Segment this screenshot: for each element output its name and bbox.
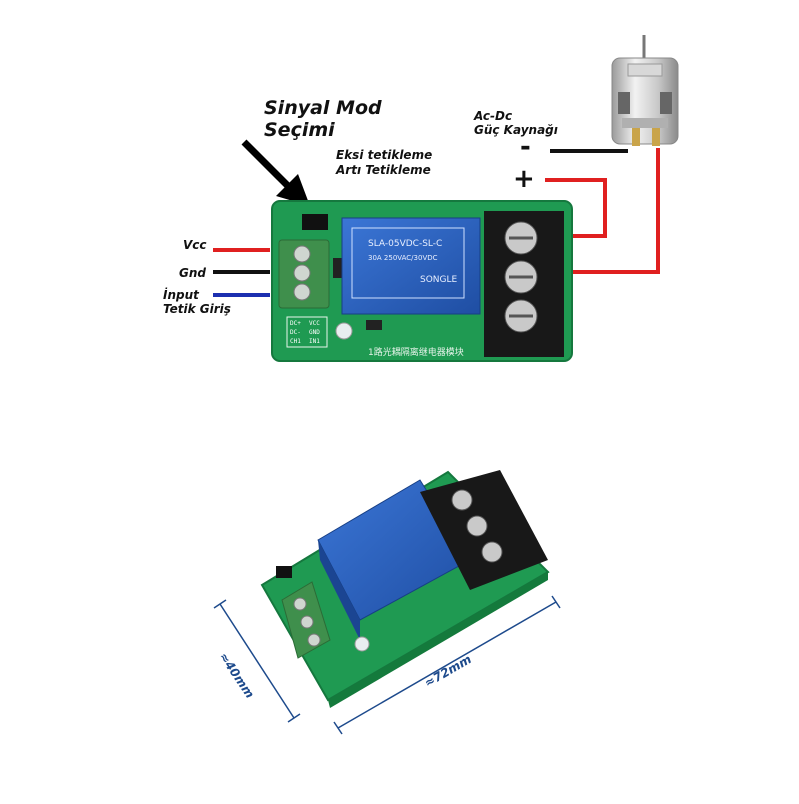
relay-rating-text: 30A 250VAC/30VDC [368, 254, 438, 262]
vcc-label: Vcc [183, 238, 207, 252]
input-label-line2: Tetik Giriş [163, 302, 231, 316]
length-dimension-line [337, 601, 557, 729]
positive-trigger-label: Artı Tetikleme [336, 163, 431, 177]
pin-dc-plus: DC+ [290, 320, 301, 327]
acdc-label-line2: Güç Kaynağı [474, 123, 558, 137]
top-relay-board: 1路光耦隔离继电器模块 SLA-05VDC-SL-C 30A 250VAC/30… [271, 200, 573, 362]
relay-model-text: SLA-05VDC-SL-C [368, 239, 442, 249]
relay-brand-text: SONGLE [420, 275, 458, 285]
pin-in1: IN1 [309, 338, 320, 345]
gnd-label: Gnd [179, 266, 206, 280]
input-label-line1: İnput [163, 288, 199, 302]
mode-arrow [241, 139, 310, 206]
negative-trigger-label: Eksi tetikleme [336, 148, 433, 162]
width-dimension-line [219, 603, 295, 719]
status-led [335, 322, 353, 340]
board-bottom-text: 1路光耦隔离继电器模块 [368, 346, 464, 358]
plus-symbol: + [513, 164, 535, 194]
minus-symbol: - [520, 132, 531, 162]
signal-mode-title-line2: Seçimi [264, 119, 335, 141]
pin-ch1: CH1 [290, 338, 301, 345]
dimension-lines [213, 595, 561, 735]
pin-dc-minus: DC- [290, 329, 301, 336]
motor-wire [568, 148, 660, 274]
pin-vcc: VCC [309, 320, 320, 327]
dc-motor [611, 35, 679, 146]
bottom-relay-board [260, 470, 550, 708]
wires [213, 148, 660, 297]
mode-jumper [302, 214, 328, 230]
pin-gnd: GND [309, 329, 320, 336]
plus-wire [545, 178, 607, 238]
acdc-label-line1: Ac-Dc [474, 109, 513, 123]
relay [341, 217, 481, 315]
signal-mode-title-line1: Sinyal Mod [264, 97, 382, 119]
